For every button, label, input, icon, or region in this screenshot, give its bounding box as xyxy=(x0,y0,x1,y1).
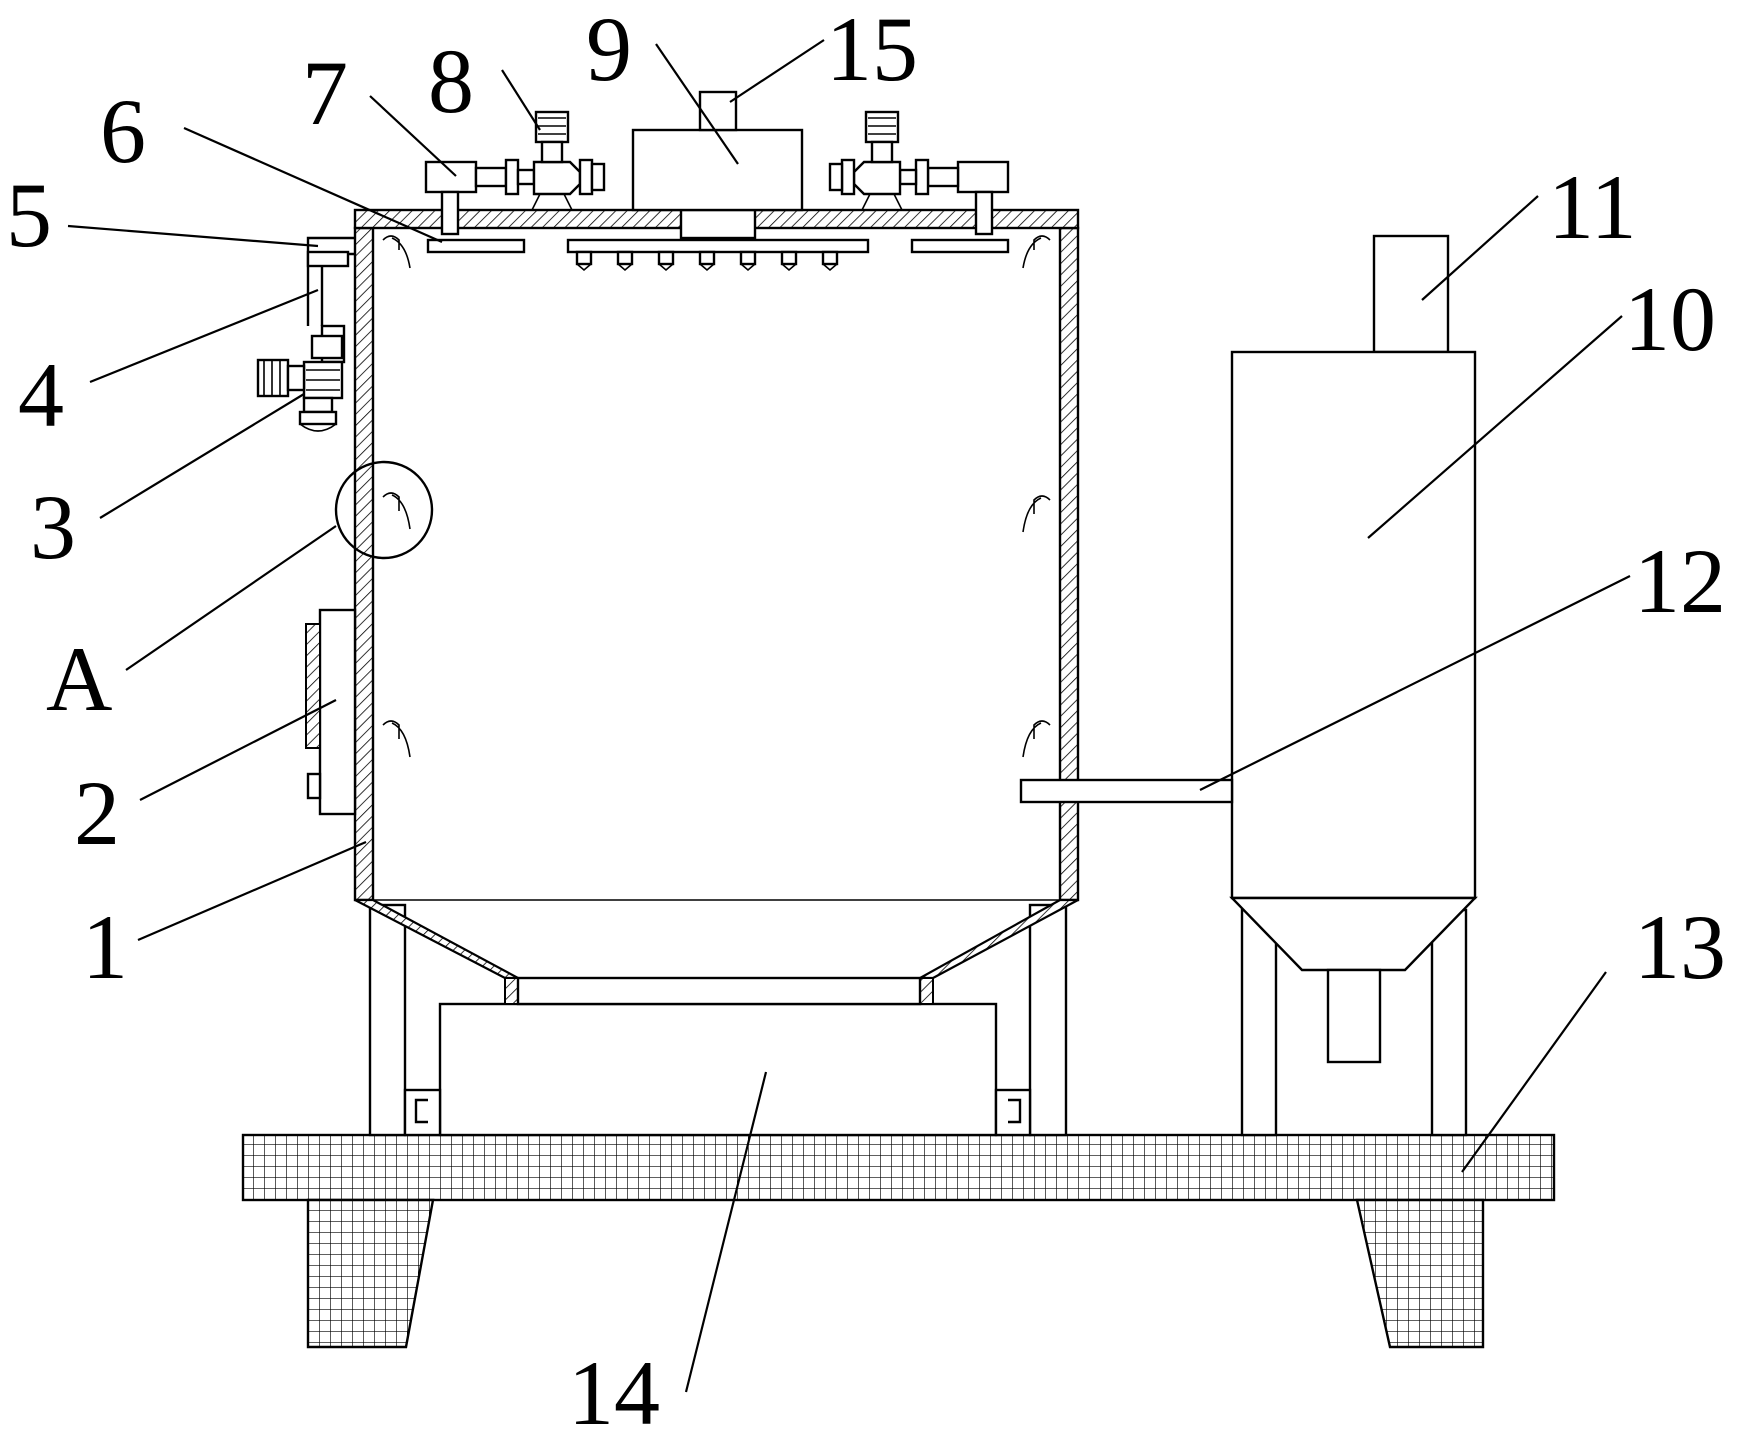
right-top-pump xyxy=(828,110,1010,236)
label-5: 5 xyxy=(6,164,52,266)
left-top-pump xyxy=(424,110,606,236)
label-7: 7 xyxy=(302,42,348,144)
leader-lines xyxy=(67,39,1631,1393)
spray-nozzles xyxy=(575,250,839,272)
wall-hooks xyxy=(382,235,1051,758)
label-15: 15 xyxy=(826,0,918,100)
control-panel xyxy=(305,608,357,816)
tank-body xyxy=(353,208,1080,1006)
label-6: 6 xyxy=(100,80,146,182)
side-pipe-and-pump xyxy=(256,236,355,432)
label-11: 11 xyxy=(1548,156,1637,258)
label-12: 12 xyxy=(1634,530,1726,632)
label-a: A xyxy=(46,628,112,730)
label-9: 9 xyxy=(586,0,632,100)
label-10: 10 xyxy=(1624,268,1716,370)
label-13: 13 xyxy=(1634,896,1726,998)
top-housing xyxy=(631,90,804,212)
cyclone-separator xyxy=(1019,234,1478,1064)
label-4: 4 xyxy=(18,344,64,446)
collection-box xyxy=(403,1002,1032,1137)
detail-circle-a xyxy=(334,460,434,560)
top-inner-plates xyxy=(426,208,1010,254)
label-3: 3 xyxy=(30,476,76,578)
label-14: 14 xyxy=(568,1342,660,1438)
part-labels: 1 2 3 4 5 6 7 8 9 15 11 10 12 13 14 A xyxy=(6,0,1726,1438)
label-8: 8 xyxy=(428,30,474,132)
label-2: 2 xyxy=(74,762,120,864)
label-1: 1 xyxy=(82,896,128,998)
base-frame xyxy=(241,1133,1556,1349)
